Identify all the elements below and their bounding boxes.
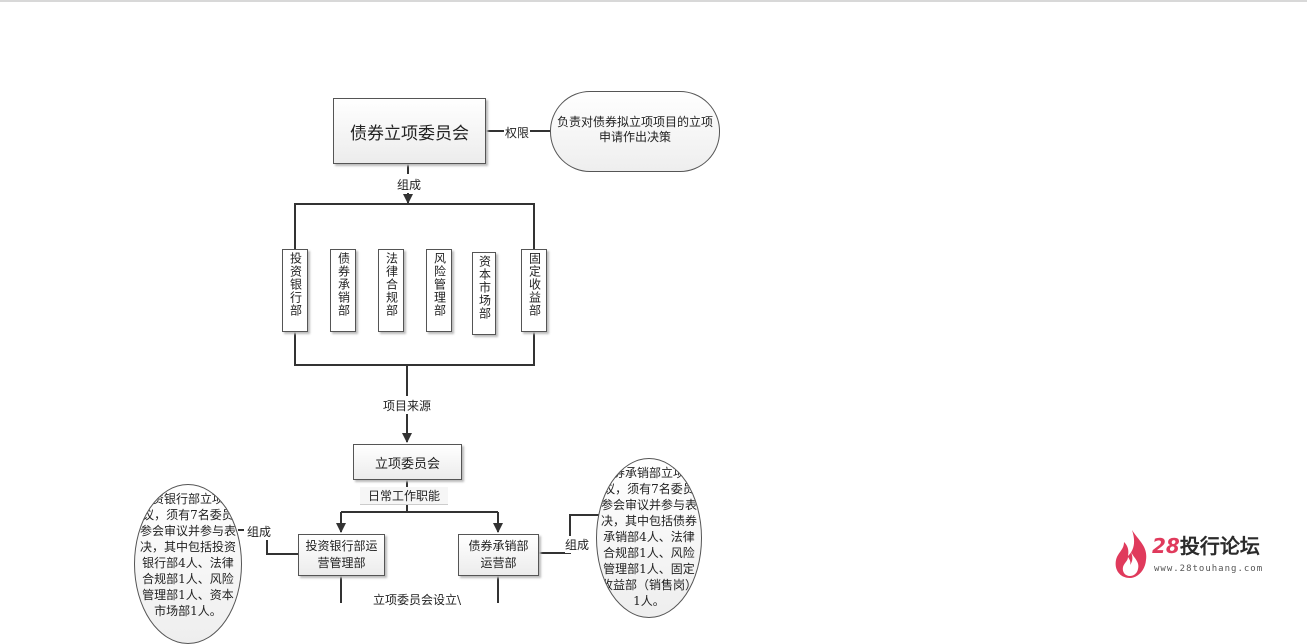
logo-name: 28投行论坛 — [1152, 530, 1260, 559]
dept-investment-banking: 投资银行部 — [282, 249, 308, 332]
right-office-box: 债券承销部运营部 — [458, 534, 539, 576]
logo-number: 28 — [1152, 534, 1180, 558]
right-note: 债券承销部立项会议，须有7名委员参会审议并参与表决，其中包括债券承销部4人、法律… — [601, 466, 698, 608]
right-office-title: 债券承销部运营部 — [468, 539, 529, 570]
daily-label: 日常工作职能 — [360, 487, 449, 505]
left-compose-line — [266, 540, 298, 555]
right-note-oval: 债券承销部立项会议，须有7名委员参会审议并参与表决，其中包括债券承销部4人、法律… — [596, 458, 702, 618]
sub-committee-box: 立项委员会 — [353, 444, 462, 480]
authority-note-oval: 负责对债券拟立项项目的立项申请作出决策 — [550, 91, 720, 172]
sub-committee-title: 立项委员会 — [374, 456, 440, 472]
source-label: 项目来源 — [383, 397, 432, 414]
left-office-box: 投资银行部运营管理部 — [298, 534, 385, 576]
dept-label: 资本市场部 — [477, 255, 492, 320]
dept-capital-markets: 资本市场部 — [472, 252, 496, 335]
right-compose-line — [538, 514, 600, 554]
dept-label: 风险管理部 — [432, 252, 447, 317]
dept-label: 投资银行部 — [288, 252, 303, 317]
flame-icon — [1115, 530, 1147, 578]
dept-risk-management: 风险管理部 — [426, 249, 452, 332]
logo-url: www.28touhang.com — [1154, 564, 1264, 574]
left-note: 投资银行部立项会议，须有7名委员参会审议并参与表决，其中包括投资银行部4人、法律… — [139, 492, 236, 618]
authority-label: 权限 — [505, 124, 530, 141]
dept-fixed-income: 固定收益部 — [521, 249, 547, 332]
committee-title: 债券立项委员会 — [350, 123, 469, 144]
dept-bond-underwriting: 债券承销部 — [330, 249, 356, 332]
top-border — [0, 0, 1307, 2]
bottom-label: 立项委员会设立\ — [373, 591, 462, 608]
compose-label: 组成 — [397, 176, 422, 193]
dept-label: 法律合规部 — [384, 252, 399, 317]
dept-bracket-top — [294, 203, 535, 252]
left-office-title: 投资银行部运营管理部 — [305, 539, 378, 570]
left-note-oval: 投资银行部立项会议，须有7名委员参会审议并参与表决，其中包括投资银行部4人、法律… — [134, 484, 242, 644]
left-compose-label: 组成 — [247, 523, 272, 540]
right-compose-label: 组成 — [565, 536, 590, 553]
logo: 28投行论坛 www.28touhang.com — [1112, 528, 1282, 580]
dept-bracket-bottom — [294, 331, 535, 366]
authority-note: 负责对债券拟立项项目的立项申请作出决策 — [556, 115, 713, 144]
dept-label: 债券承销部 — [336, 252, 351, 317]
dept-legal-compliance: 法律合规部 — [378, 249, 404, 332]
logo-title: 投行论坛 — [1179, 534, 1260, 558]
committee-box: 债券立项委员会 — [333, 98, 486, 164]
dept-label: 固定收益部 — [527, 252, 542, 317]
connector-lines — [238, 130, 600, 603]
